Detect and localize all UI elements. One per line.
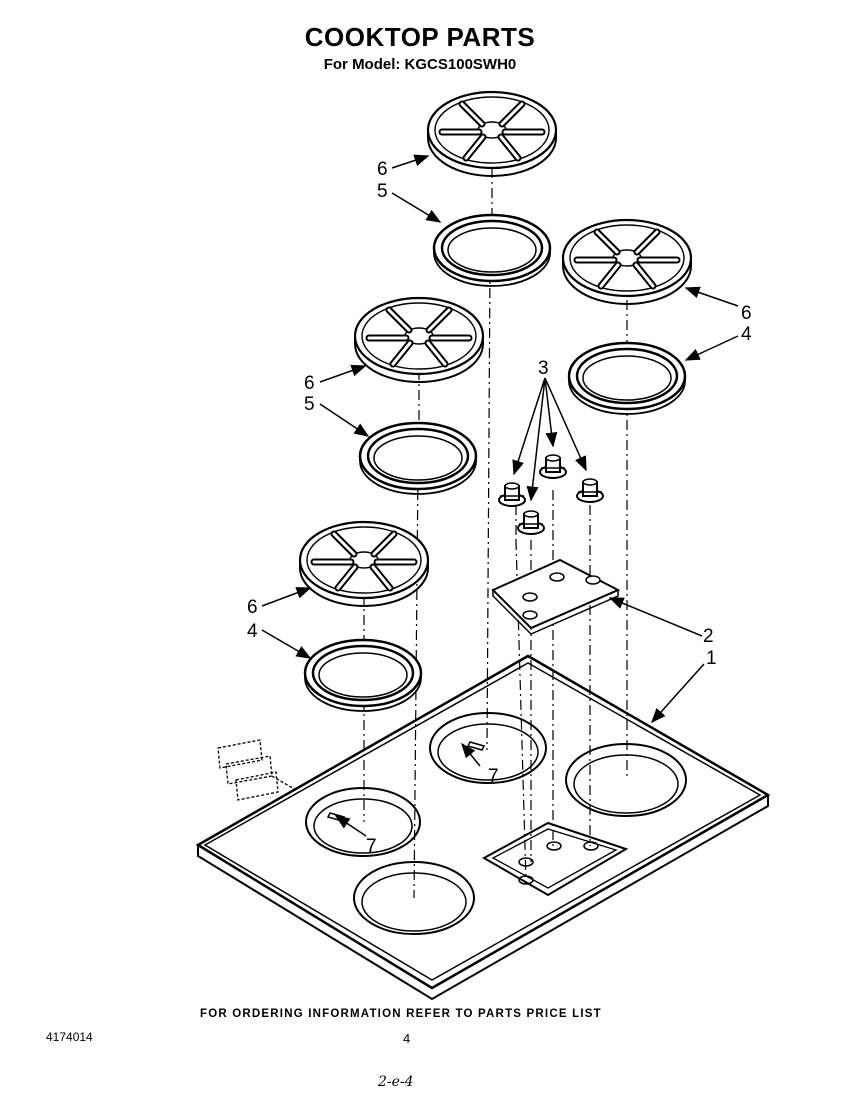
burner-grate-right: [563, 220, 691, 304]
ordering-info-note: FOR ORDERING INFORMATION REFER TO PARTS …: [200, 1008, 602, 1020]
burner-grate-rear: [428, 92, 556, 176]
control-knob-3: [576, 478, 604, 503]
callout-3-knobs: 3: [538, 358, 549, 379]
callout-6-front-grate: 6: [247, 597, 258, 618]
document-number: 4174014: [46, 1030, 93, 1044]
burner-ring-large-rear: [432, 213, 552, 288]
control-knob-2: [539, 454, 567, 479]
callout-4-front-ring: 4: [247, 621, 258, 642]
handwritten-mark: 2-e-4: [378, 1074, 414, 1090]
hardware-packet: [217, 739, 297, 801]
callout-6-left-grate: 6: [304, 373, 315, 394]
callout-5-left-ring: 5: [304, 394, 315, 415]
model-subtitle: For Model: KGCS100SWH0: [323, 56, 517, 73]
valve-bracket-panel: [491, 558, 621, 635]
callout-1-cooktop: 1: [706, 648, 717, 669]
callout-7-rear-screw: 7: [488, 766, 499, 787]
callout-6-right-grate: 6: [741, 303, 752, 324]
control-knob-4: [517, 510, 545, 535]
page-number: 4: [403, 1031, 411, 1046]
callout-2-panel: 2: [703, 626, 714, 647]
burner-ring-small-front: [303, 638, 423, 713]
callout-4-right-ring: 4: [741, 324, 752, 345]
cooktop-body: [195, 654, 771, 1001]
leader-arrows: [261, 154, 739, 837]
burner-grate-front: [300, 522, 428, 606]
burner-grate-left: [355, 298, 483, 382]
page-title: COOKTOP PARTS: [304, 22, 536, 52]
burner-ring-large-left: [358, 421, 478, 496]
callout-7-front-screw: 7: [366, 836, 377, 857]
control-knob-1: [498, 482, 526, 507]
burner-ring-small-right: [567, 341, 687, 416]
callout-6-rear-grate: 6: [377, 159, 388, 180]
callout-5-rear-ring: 5: [377, 181, 388, 202]
